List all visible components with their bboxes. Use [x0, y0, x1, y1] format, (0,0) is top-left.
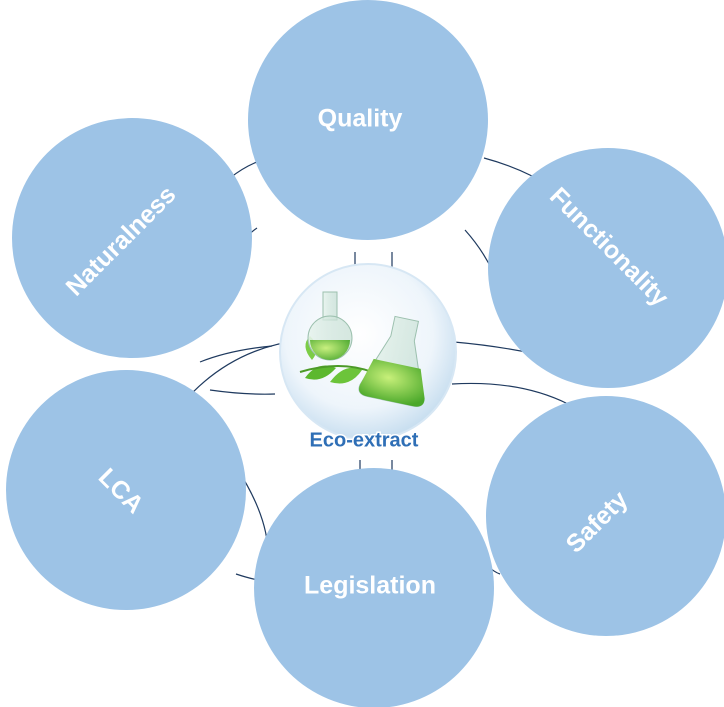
node-functionality[interactable]: Functionality [488, 148, 724, 388]
node-quality[interactable]: Quality [248, 0, 488, 240]
node-quality-label: Quality [318, 105, 403, 133]
node-naturalness[interactable]: Naturalness [12, 118, 252, 358]
node-lca[interactable]: LCA [6, 370, 246, 610]
laboratory-flasks-icon [299, 291, 425, 408]
center-label: Eco-extract [310, 429, 419, 451]
node-legislation[interactable]: Legislation [254, 468, 494, 707]
center-bubble: Eco-extract [279, 263, 457, 453]
node-legislation-label: Legislation [304, 572, 436, 600]
node-safety[interactable]: Safety [486, 396, 724, 636]
